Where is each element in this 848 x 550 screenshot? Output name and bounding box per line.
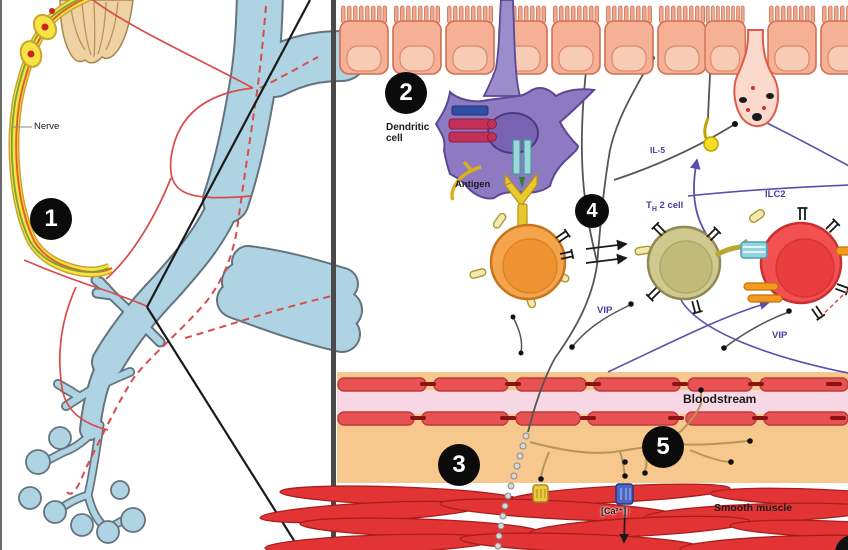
varicose-fibre-beads xyxy=(494,432,530,550)
th2-cell-label: TH 2 cell xyxy=(646,200,684,213)
differentiation-arrows xyxy=(585,239,628,265)
bloodstream-label: Bloodstream xyxy=(683,392,757,406)
antigen-label: Antigen xyxy=(455,179,491,190)
bloodstream-vessel xyxy=(337,377,848,426)
smooth-muscle-band xyxy=(259,483,848,550)
airway-epithelium xyxy=(339,5,848,75)
muscarinic-receptor xyxy=(532,484,549,503)
mhc-complex xyxy=(448,105,497,143)
ilc2-teal-receptor xyxy=(740,241,768,259)
adrenergic-receptor xyxy=(615,483,634,505)
step-badge-5: 5 xyxy=(642,426,684,468)
left-panel-anatomy xyxy=(8,0,368,550)
step-badge-4: 4 xyxy=(575,194,609,228)
dc-yellow-process xyxy=(450,160,482,201)
nerve-ganglia xyxy=(19,8,58,68)
alveoli-cluster xyxy=(18,426,146,544)
figure-left-border xyxy=(0,0,2,550)
step-badge-1: 1 xyxy=(30,198,72,240)
il5-droplet xyxy=(703,117,719,152)
fibre-terminal-dots xyxy=(538,387,753,482)
antigen-label-pointer xyxy=(500,182,512,187)
ilc2-label: ILC2 xyxy=(765,189,786,200)
dendritic-cell xyxy=(434,0,597,229)
purple-signal-arcs xyxy=(607,121,848,374)
red-nerve-branches xyxy=(23,0,254,431)
vip-label-upper: VIP xyxy=(597,305,613,316)
cropped-badge-corner xyxy=(835,535,848,550)
magnification-wedge-lines xyxy=(146,0,311,550)
nerve-label: Nerve xyxy=(34,121,60,132)
il5-label: IL-5 xyxy=(650,145,666,155)
ilc2-cell xyxy=(740,207,848,322)
naive-t-cell xyxy=(469,212,575,309)
th2-cell xyxy=(634,221,752,315)
vip-label-lower: VIP xyxy=(772,330,788,341)
ilc2-red-arc xyxy=(821,289,848,316)
step-badge-2: 2 xyxy=(385,72,427,114)
neuroendocrine-cell xyxy=(733,29,780,127)
panel-divider xyxy=(331,0,336,550)
calcium-label: [Ca²⁺]↑ xyxy=(601,506,631,516)
brainstem-illustration xyxy=(59,0,134,64)
antigen-presentation xyxy=(504,139,538,229)
calcium-effect-line xyxy=(619,505,630,544)
step-badge-3: 3 xyxy=(438,444,480,486)
dendritic-cell-label: Dendritic cell xyxy=(386,122,430,144)
vagus-nerve xyxy=(8,0,113,278)
right-panel-microenvironment xyxy=(259,0,848,550)
smooth-muscle-label: Smooth muscle xyxy=(714,502,793,514)
